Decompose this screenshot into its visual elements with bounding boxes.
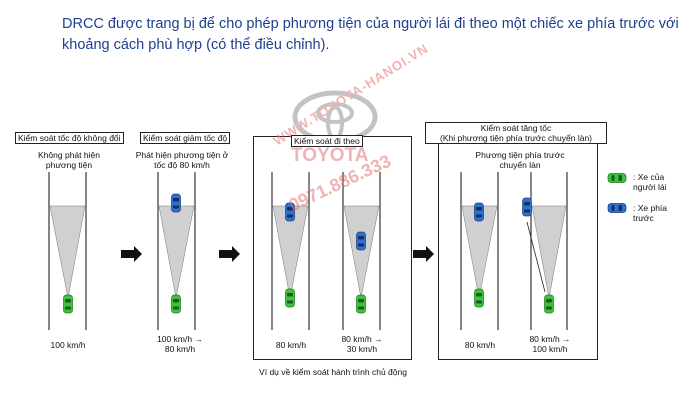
- panel-1-title: Kiểm soát tốc độ không đổi: [15, 132, 124, 144]
- watermark-brand: TOYOTA: [291, 145, 369, 166]
- own-car-icon: [171, 294, 181, 314]
- arrow-icon: [413, 246, 434, 262]
- panel-3-speed-a: 80 km/h: [275, 340, 307, 350]
- panel-3-road-a: [271, 172, 310, 330]
- own-car-icon: [63, 294, 73, 314]
- sensor-cone: [531, 205, 567, 299]
- panel-4-title: Kiểm soát tăng tốc (Khi phương tiện phía…: [425, 122, 607, 144]
- legend-own-car-label: : Xe của người lái: [633, 172, 667, 192]
- panel-3-road-b: [342, 172, 381, 330]
- front-car-icon: [356, 231, 366, 251]
- front-car-icon: [474, 202, 484, 222]
- own-car-icon: [356, 294, 366, 314]
- bottom-caption: Ví dụ về kiểm soát hành trình chủ động: [259, 367, 407, 377]
- panel-4-speed-b: 80 km/h → 100 km/h: [529, 334, 571, 354]
- panel-1-speed: 100 km/h: [50, 340, 86, 350]
- legend-front-car-icon: [607, 203, 627, 213]
- arrow-icon: [219, 246, 240, 262]
- panel-4-road-b: [522, 172, 568, 330]
- panel-4-speed-a: 80 km/h: [464, 340, 496, 350]
- sensor-cone: [343, 205, 380, 299]
- sensor-cone: [49, 205, 86, 299]
- panel-1-caption: Không phát hiện phương tiện: [38, 150, 100, 170]
- panel-4-caption: Phương tiện phía trước chuyển làn: [475, 150, 565, 170]
- sensor-cone: [158, 205, 195, 299]
- legend-own-car-icon: [607, 173, 627, 183]
- panel-4-road-a: [460, 172, 499, 330]
- intro-text: DRCC được trang bị để cho phép phương ti…: [62, 16, 679, 53]
- panel-1-road: [48, 172, 87, 330]
- own-car-icon: [285, 288, 295, 308]
- panel-2-speed: 100 km/h → 80 km/h: [157, 334, 203, 354]
- front-car-icon: [171, 193, 181, 213]
- legend-front-car-label: : Xe phía trước: [633, 203, 668, 223]
- panel-3-title: Kiểm soát đi theo: [291, 135, 363, 147]
- panel-2-caption: Phát hiện phương tiện ở tốc độ 80 km/h: [135, 150, 229, 170]
- panel-3-speed-b: 80 km/h → 30 km/h: [341, 334, 383, 354]
- own-car-icon: [474, 288, 484, 308]
- own-car-icon: [544, 294, 554, 314]
- arrow-icon: [121, 246, 142, 262]
- panel-2-title: Kiểm soát giảm tốc độ: [140, 132, 231, 144]
- panel-2-road: [157, 172, 196, 330]
- front-car-icon: [522, 197, 532, 217]
